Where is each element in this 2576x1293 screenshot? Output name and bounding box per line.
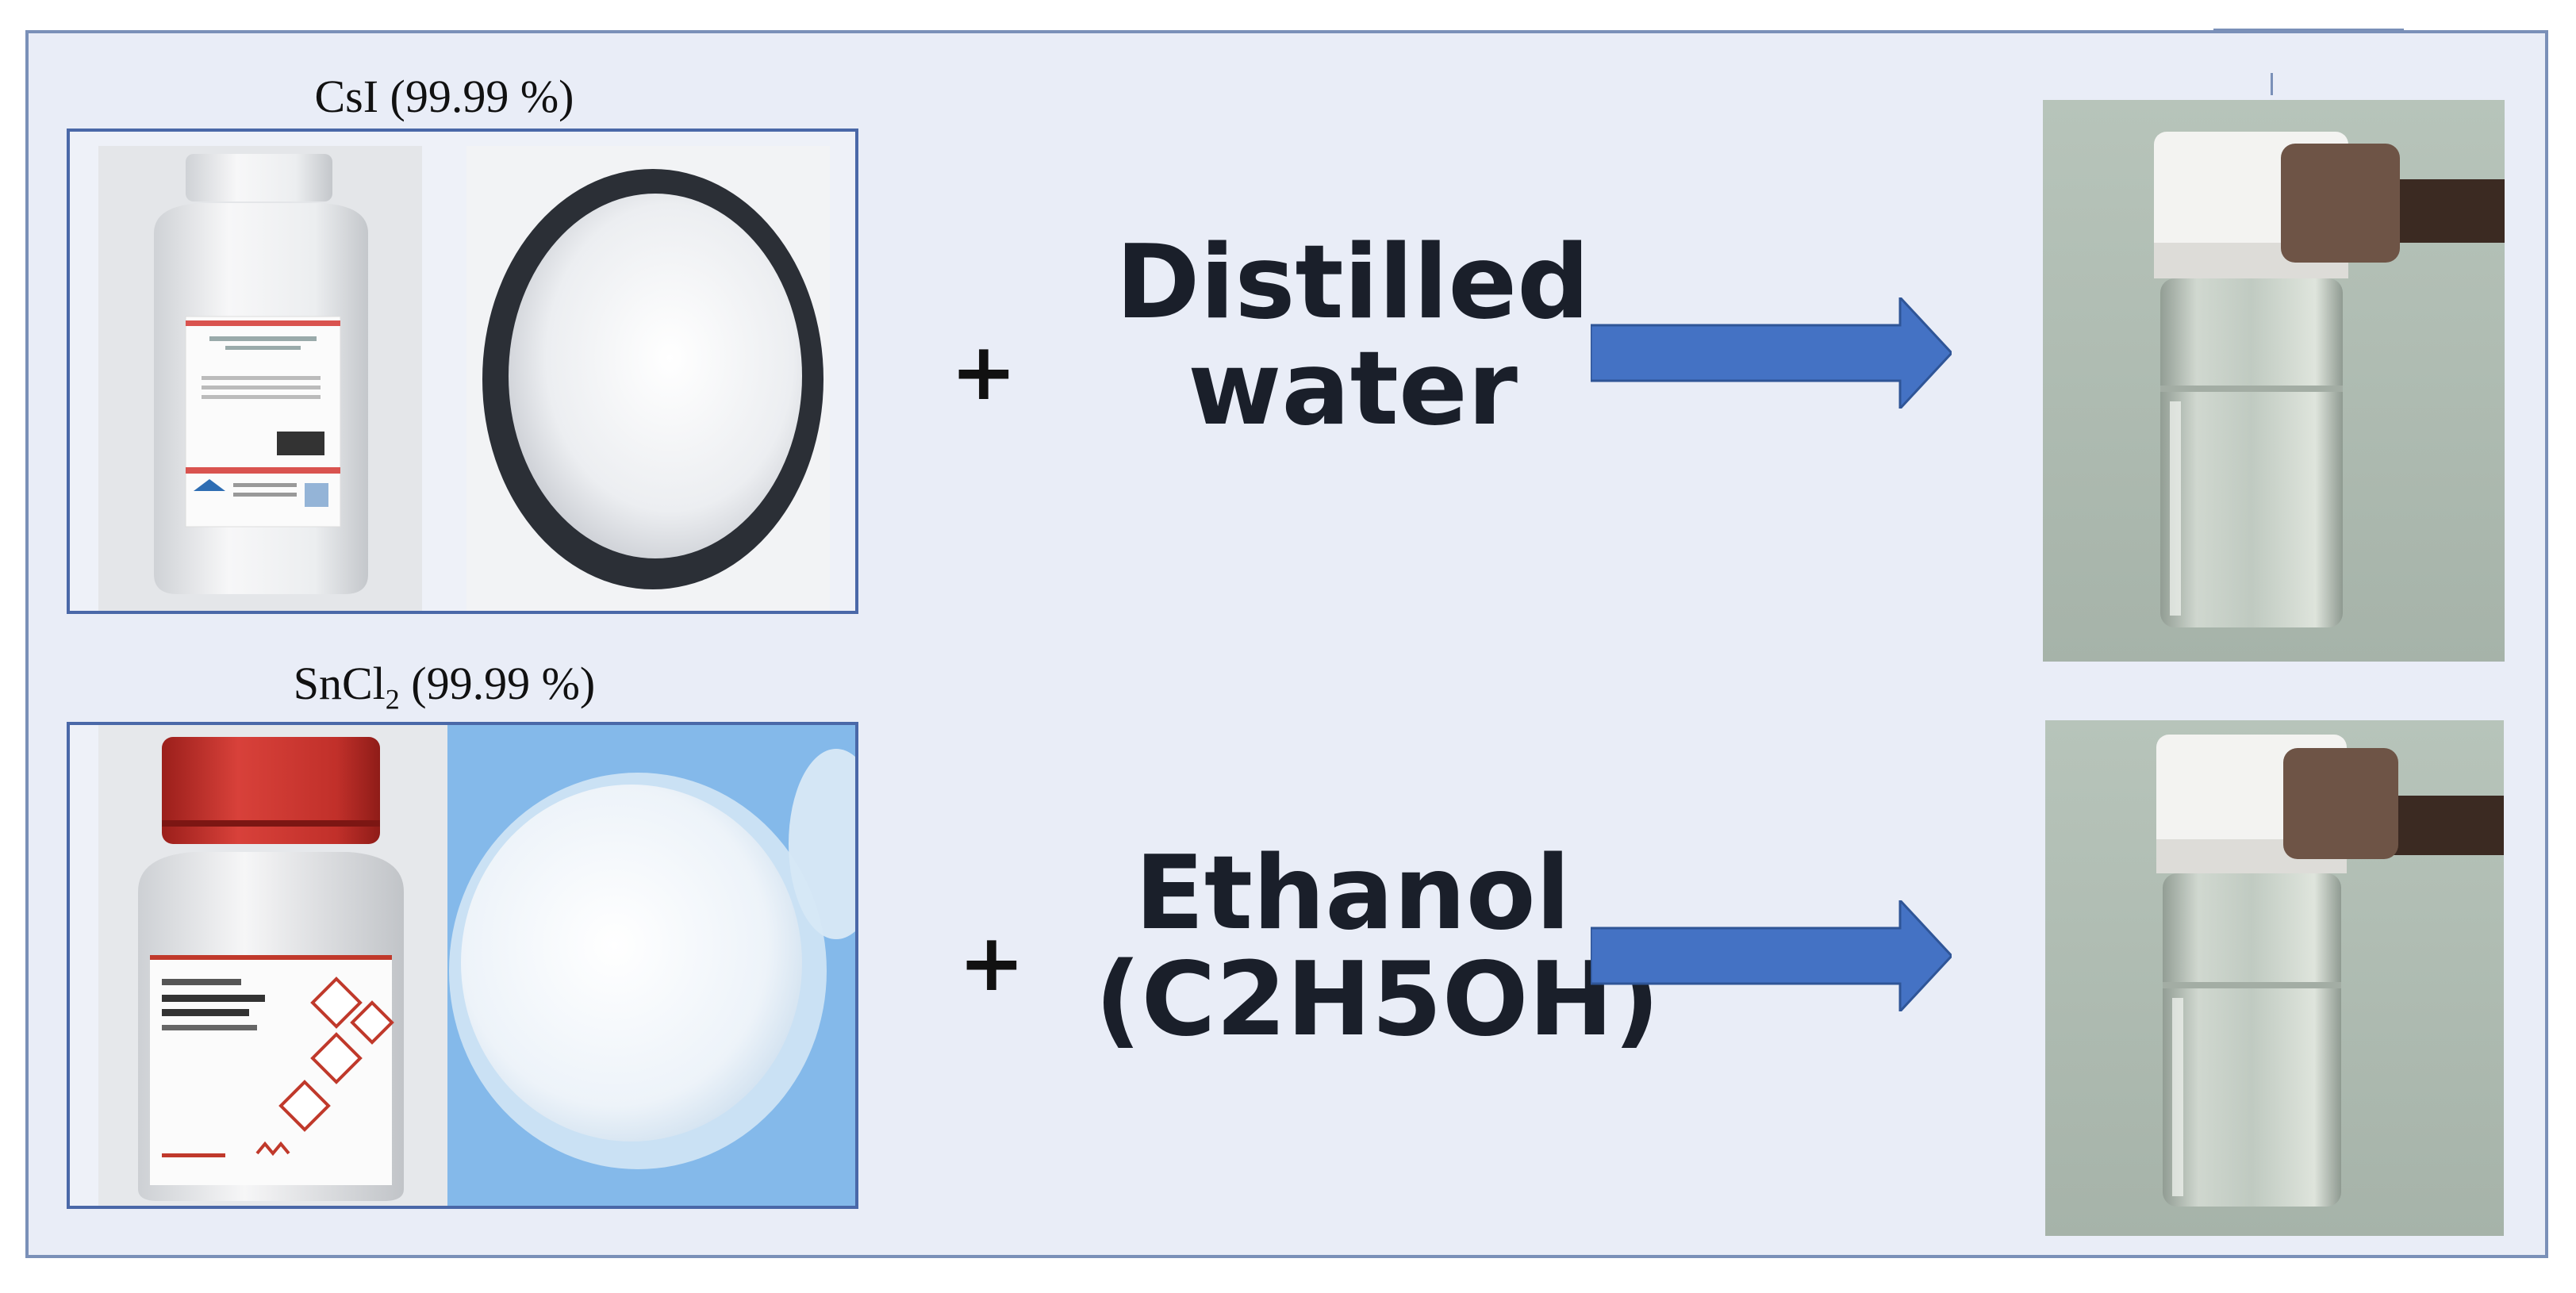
- csi-caption: CsI (99.99 %): [314, 71, 574, 122]
- csi-powder-photo: [466, 146, 830, 611]
- frame-top-accent: [2213, 29, 2404, 32]
- sncl2-bottle-icon: [98, 725, 447, 1206]
- solution-vial-icon-top: [2043, 100, 2505, 662]
- csi-powder-dish-icon: [466, 146, 830, 611]
- plus-sign-top: +: [950, 325, 1017, 418]
- sncl2-caption: SnCl2 (99.99 %): [262, 657, 627, 716]
- solvent-ethanol-line2: (C2H5OH): [1095, 941, 1660, 1060]
- right-arrow-icon-top: [1591, 297, 1952, 409]
- solvent-ethanol-line1: Ethanol: [1134, 835, 1571, 953]
- plus-sign-bottom: +: [958, 916, 1025, 1009]
- csi-image-box: [67, 129, 858, 614]
- sncl2-powder-photo: [447, 725, 855, 1206]
- sncl2-powder-dish-icon: [447, 725, 855, 1206]
- right-arrow-icon-bottom: [1591, 900, 1952, 1011]
- sncl2-caption-suffix: (99.99 %): [399, 658, 596, 709]
- sncl2-caption-prefix: SnCl: [293, 658, 386, 709]
- sncl2-caption-subscript: 2: [385, 683, 400, 716]
- solvent-label-ethanol: Ethanol (C2H5OH): [1095, 835, 1660, 1060]
- sncl2-image-box: [67, 722, 858, 1209]
- csi-bottle-photo: [98, 146, 422, 611]
- solvent-water-line1: Distilled: [1115, 224, 1590, 342]
- frame-tick: [2271, 73, 2273, 95]
- sncl2-solution-vial-photo: [2045, 720, 2504, 1236]
- csi-solution-vial-photo: [2043, 100, 2505, 662]
- solvent-water-line2: water: [1188, 330, 1518, 449]
- solution-vial-icon-bottom: [2045, 720, 2504, 1236]
- sncl2-bottle-photo: [98, 725, 447, 1206]
- solvent-label-water: Distilled water: [1095, 224, 1610, 449]
- csi-bottle-icon: [98, 146, 422, 611]
